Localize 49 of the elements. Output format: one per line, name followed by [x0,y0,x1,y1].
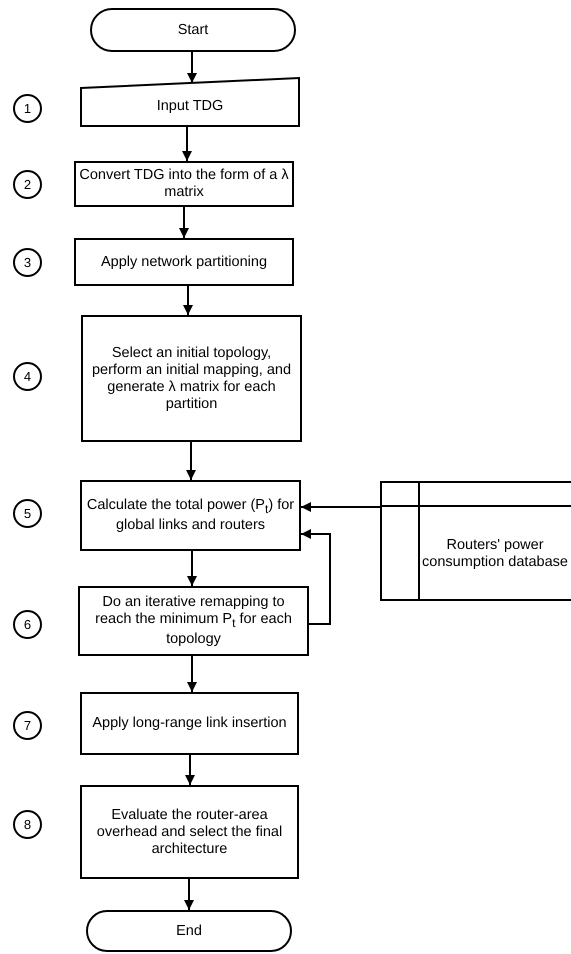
step-number-circle [13,499,42,528]
step-text: Select an initial topology, perform an initial mapping, and generate λ matrix for each partition [90,344,292,412]
arrow [185,755,195,785]
step-number: 3 [24,254,32,271]
arrow [301,502,380,512]
step-number: 1 [24,100,32,117]
step-text: Routers' power consumption database [421,536,569,570]
arrow [187,656,197,692]
arrow [183,286,193,315]
terminal-shape [86,910,292,952]
terminal-shape [90,8,296,52]
step-number: 5 [24,505,32,522]
step-text: Start [178,22,208,38]
process-box [74,161,294,207]
step-number-circle [13,810,42,839]
step-number: 7 [24,717,32,734]
step-text: Apply long-range link insertion [91,715,288,732]
arrow [187,52,197,83]
process-box [78,586,309,656]
step-text: Input TDG [156,98,224,114]
arrow [186,442,196,480]
process-box [80,480,301,551]
step-number-circle [13,248,42,277]
process-box [74,238,294,286]
process-box [80,692,299,755]
step-number: 2 [24,176,32,193]
step-text: Calculate the total power (P$_{t}$) for global links and routers [86,496,296,534]
step-number: 4 [24,368,32,385]
arrow [184,879,194,910]
step-text: Apply network partitioning [100,254,268,270]
step-number-circle [13,170,42,199]
step-number-circle [13,94,42,123]
step-text: Do an iterative remapping to reach the minimum P$_{t}$ for each topology [94,594,293,648]
arrow [187,551,197,586]
data-store-shape [380,481,571,601]
step-number: 6 [24,616,32,633]
process-box [80,785,299,879]
manual-input-shape [80,77,300,127]
step-number-circle [13,711,42,740]
step-number-circle [13,610,42,639]
step-number-circle [13,362,42,391]
arrow [179,207,189,238]
step-text: End [176,922,202,940]
process-box [81,315,302,442]
arrow [301,529,331,625]
step-text: Convert TDG into the form of a λ matrix [78,167,290,201]
arrow [182,127,192,161]
step-text: Evaluate the router-area overhead and select the final architecture [96,806,284,858]
step-number: 8 [24,816,32,833]
